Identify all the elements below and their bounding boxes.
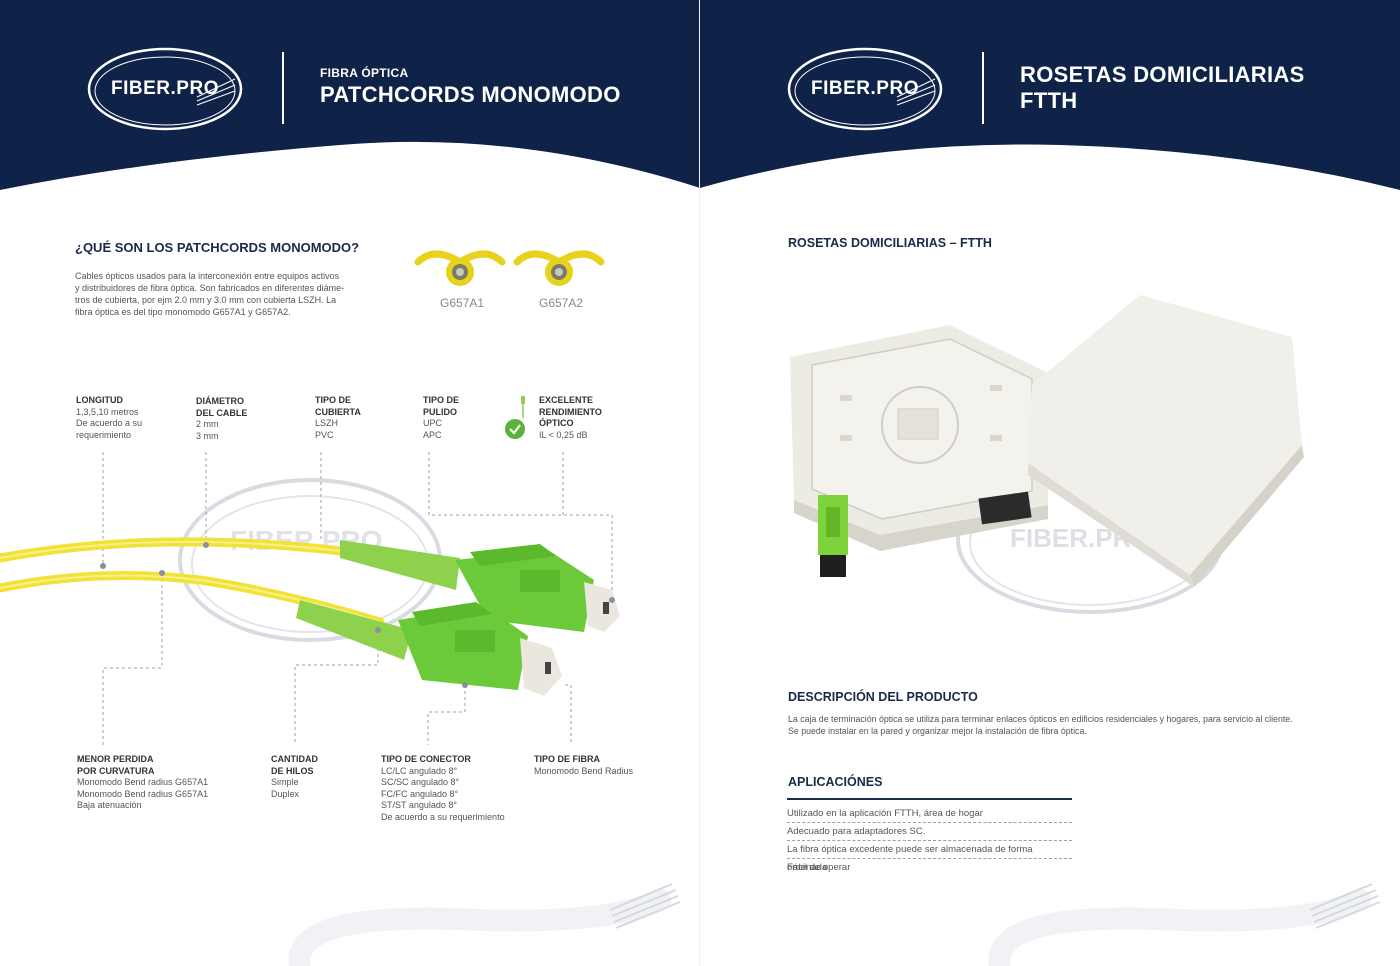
spec-value: PVC: [315, 429, 334, 440]
decorative-wire-image: [288, 883, 681, 966]
title-line: FTTH: [1020, 88, 1078, 113]
product-heading: ROSETAS DOMICILIARIAS – FTTH: [788, 236, 992, 250]
title-line: ROSETAS DOMICILIARIAS: [1020, 62, 1305, 87]
spec-label: PULIDO: [423, 406, 458, 417]
description-paragraph: La caja de terminación óptica se utiliza…: [788, 713, 1348, 737]
spec-value: De acuerdo a su requerimiento: [381, 811, 505, 822]
intro-heading: ¿QUÉ SON LOS PATCHCORDS MONOMODO?: [75, 240, 360, 255]
spec-value: Simple: [271, 777, 299, 787]
header-divider: [982, 52, 984, 124]
spec-label: DE HILOS: [271, 765, 314, 776]
intro-line: fibra óptica es del tipo monomodo G657A1…: [75, 307, 291, 317]
spec-value: requerimiento: [76, 429, 132, 440]
list-item: La fibra óptica excedente puede ser alma…: [787, 841, 1072, 873]
patchcord-illustration: FIBER.PRO: [0, 452, 620, 745]
spec-value: 3 mm: [196, 430, 219, 441]
header-kicker: FIBRA ÓPTICA: [320, 66, 409, 80]
spec-value: ST/ST angulado 8°: [381, 800, 457, 810]
spec-label: ÓPTICO: [539, 418, 574, 428]
logo-wordmark: FIBER.PRO: [811, 78, 919, 99]
header-banner: [0, 0, 700, 190]
fiber-sample-g657a1-image: [414, 250, 506, 286]
spec-diametro: DIÁMETRO DEL CABLE 2 mm 3 mm: [196, 396, 247, 442]
header-banner: [700, 0, 1400, 190]
spec-hilos: CANTIDAD DE HILOS Simple Duplex: [271, 754, 318, 800]
fiber-type-label: G657A1: [440, 296, 485, 310]
spec-label: TIPO DE CONECTOR: [381, 754, 471, 764]
spec-value: 1,3,5,10 metros: [76, 406, 139, 417]
fiberpro-logo: FIBER.PRO: [85, 45, 245, 133]
spec-label: POR CURVATURA: [77, 765, 155, 776]
spec-conector: TIPO DE CONECTOR LC/LC angulado 8° SC/SC…: [381, 754, 505, 823]
left-page: FIBER.PRO FIBRA ÓPTICA PATCHCORDS MONOMO…: [0, 0, 700, 966]
spec-value: Baja atenuación: [77, 800, 142, 810]
spec-label: TIPO DE: [423, 395, 460, 405]
right-page: FIBER.PRO ROSETAS DOMICILIARIAS FTTH ROS…: [700, 0, 1400, 966]
spec-value: Monomodo Bend radius G657A1: [77, 777, 209, 787]
spec-value: IL < 0,25 dB: [539, 429, 588, 440]
spec-value: LSZH: [315, 418, 339, 428]
spec-rendimiento: EXCELENTE RENDIMIENTO ÓPTICO IL < 0,25 d…: [539, 395, 602, 441]
spec-value: Duplex: [271, 788, 300, 799]
logo-wordmark: FIBER.PRO: [111, 78, 219, 99]
spec-pulido: TIPO DE PULIDO UPC APC: [423, 395, 459, 441]
spec-label: TIPO DE FIBRA: [534, 754, 601, 764]
spec-value: SC/SC angulado 8°: [381, 777, 460, 787]
description-line: La caja de terminación óptica se utiliza…: [788, 714, 1293, 724]
fiber-sample-g657a2-image: [513, 250, 605, 286]
description-heading: DESCRIPCIÓN DEL PRODUCTO: [788, 690, 978, 704]
spec-label: MENOR PERDIDA: [77, 754, 154, 764]
list-item: Utilizado en la aplicación FTTH, área de…: [787, 805, 1072, 823]
spec-curvatura: MENOR PERDIDA POR CURVATURA Monomodo Ben…: [77, 754, 208, 812]
intro-line: y distribuidores de fibra óptica. Son fa…: [75, 283, 345, 293]
applications-heading: APLICACIÓNES: [788, 775, 883, 789]
list-item: Adecuado para adaptadores SC.: [787, 823, 1072, 841]
spec-label: LONGITUD: [76, 395, 123, 405]
spec-value: APC: [423, 429, 442, 440]
page-title: ROSETAS DOMICILIARIAS FTTH: [1020, 62, 1340, 114]
spec-cubierta: TIPO DE CUBIERTA LSZH PVC: [315, 395, 361, 441]
spec-label: CUBIERTA: [315, 406, 361, 417]
spec-label: DIÁMETRO: [196, 396, 244, 406]
spec-label: RENDIMIENTO: [539, 406, 602, 417]
decorative-wire-image: [988, 883, 1381, 966]
applications-list: Utilizado en la aplicación FTTH, área de…: [787, 805, 1072, 877]
intro-paragraph: Cables ópticos usados para la interconex…: [75, 270, 375, 318]
check-icon: [505, 396, 525, 439]
spec-label: CANTIDAD: [271, 754, 318, 764]
intro-line: tros de cubierta, por ejm 2.0 mm y 3.0 m…: [75, 295, 337, 305]
spec-label: DEL CABLE: [196, 407, 248, 418]
list-item: Fácil de operar: [787, 862, 851, 873]
applications-rule: [787, 798, 1072, 800]
page-title: PATCHCORDS MONOMODO: [320, 82, 621, 107]
spec-value: FC/FC angulado 8°: [381, 788, 459, 799]
spec-value: Monomodo Bend radius G657A1: [77, 788, 209, 799]
spec-longitud: LONGITUD 1,3,5,10 metros De acuerdo a su…: [76, 395, 142, 441]
intro-line: Cables ópticos usados para la interconex…: [75, 271, 340, 281]
spec-label: EXCELENTE: [539, 395, 594, 405]
spec-value: De acuerdo a su: [76, 418, 143, 428]
spec-tipo-fibra: TIPO DE FIBRA Monomodo Bend Radius: [534, 754, 633, 777]
fiber-type-label: G657A2: [539, 296, 584, 310]
description-line: Se puede instalar en la pared y organiza…: [788, 726, 1087, 736]
spec-value: LC/LC angulado 8°: [381, 765, 458, 776]
ftth-rosette-image: FIBER.PRO: [790, 295, 1304, 614]
header-divider: [282, 52, 284, 124]
spec-value: 2 mm: [196, 419, 219, 429]
spec-label: TIPO DE: [315, 395, 352, 405]
spec-value: UPC: [423, 418, 443, 428]
fiberpro-logo: FIBER.PRO: [785, 45, 945, 133]
spec-value: Monomodo Bend Radius: [534, 765, 634, 776]
